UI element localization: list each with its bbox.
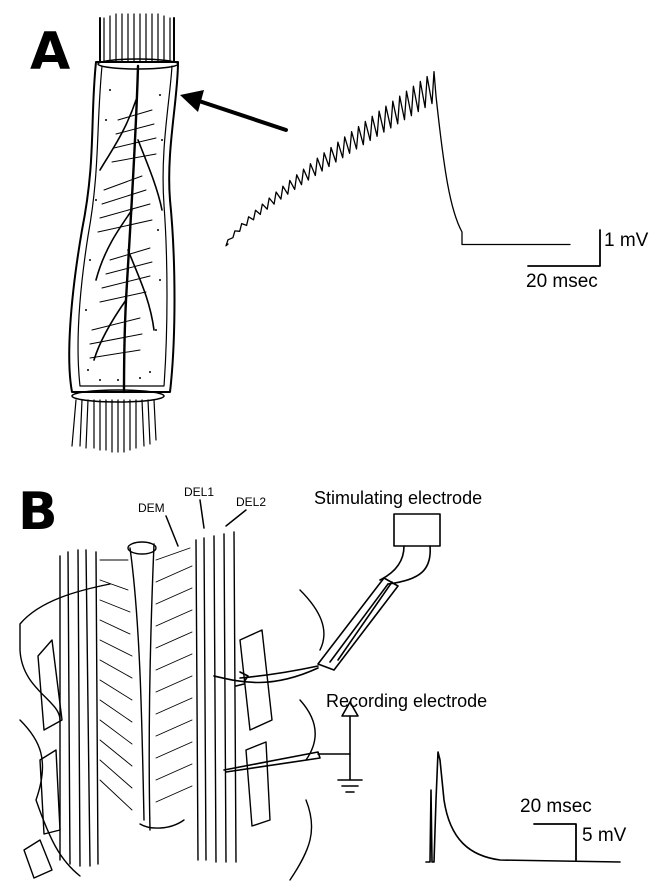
stimulating-electrode-label: Stimulating electrode <box>314 489 482 507</box>
stimulator-box <box>394 514 440 546</box>
scale-bar-b <box>534 824 576 860</box>
muscle-label-dem: DEM <box>138 502 165 514</box>
muscle-label-del2: DEL2 <box>236 496 266 508</box>
panel-b-label: B <box>18 486 58 538</box>
scale-time-label-a: 20 msec <box>526 272 598 291</box>
trace-a <box>226 72 570 246</box>
recording-electrode-label: Recording electrode <box>326 692 487 710</box>
scale-bar-a <box>528 230 600 266</box>
stimulating-electrode-assembly <box>214 514 440 686</box>
scale-voltage-label-a: 1 mV <box>604 231 648 250</box>
scale-time-label-b: 20 msec <box>520 797 592 816</box>
pointer-arrow <box>180 90 286 130</box>
scale-voltage-label-b: 5 mV <box>582 826 626 845</box>
recording-electrode-assembly <box>224 702 362 792</box>
dissection-illustration <box>20 532 324 880</box>
muscle-label-del1: DEL1 <box>184 486 214 498</box>
muscle-fiber-illustration <box>69 14 178 452</box>
